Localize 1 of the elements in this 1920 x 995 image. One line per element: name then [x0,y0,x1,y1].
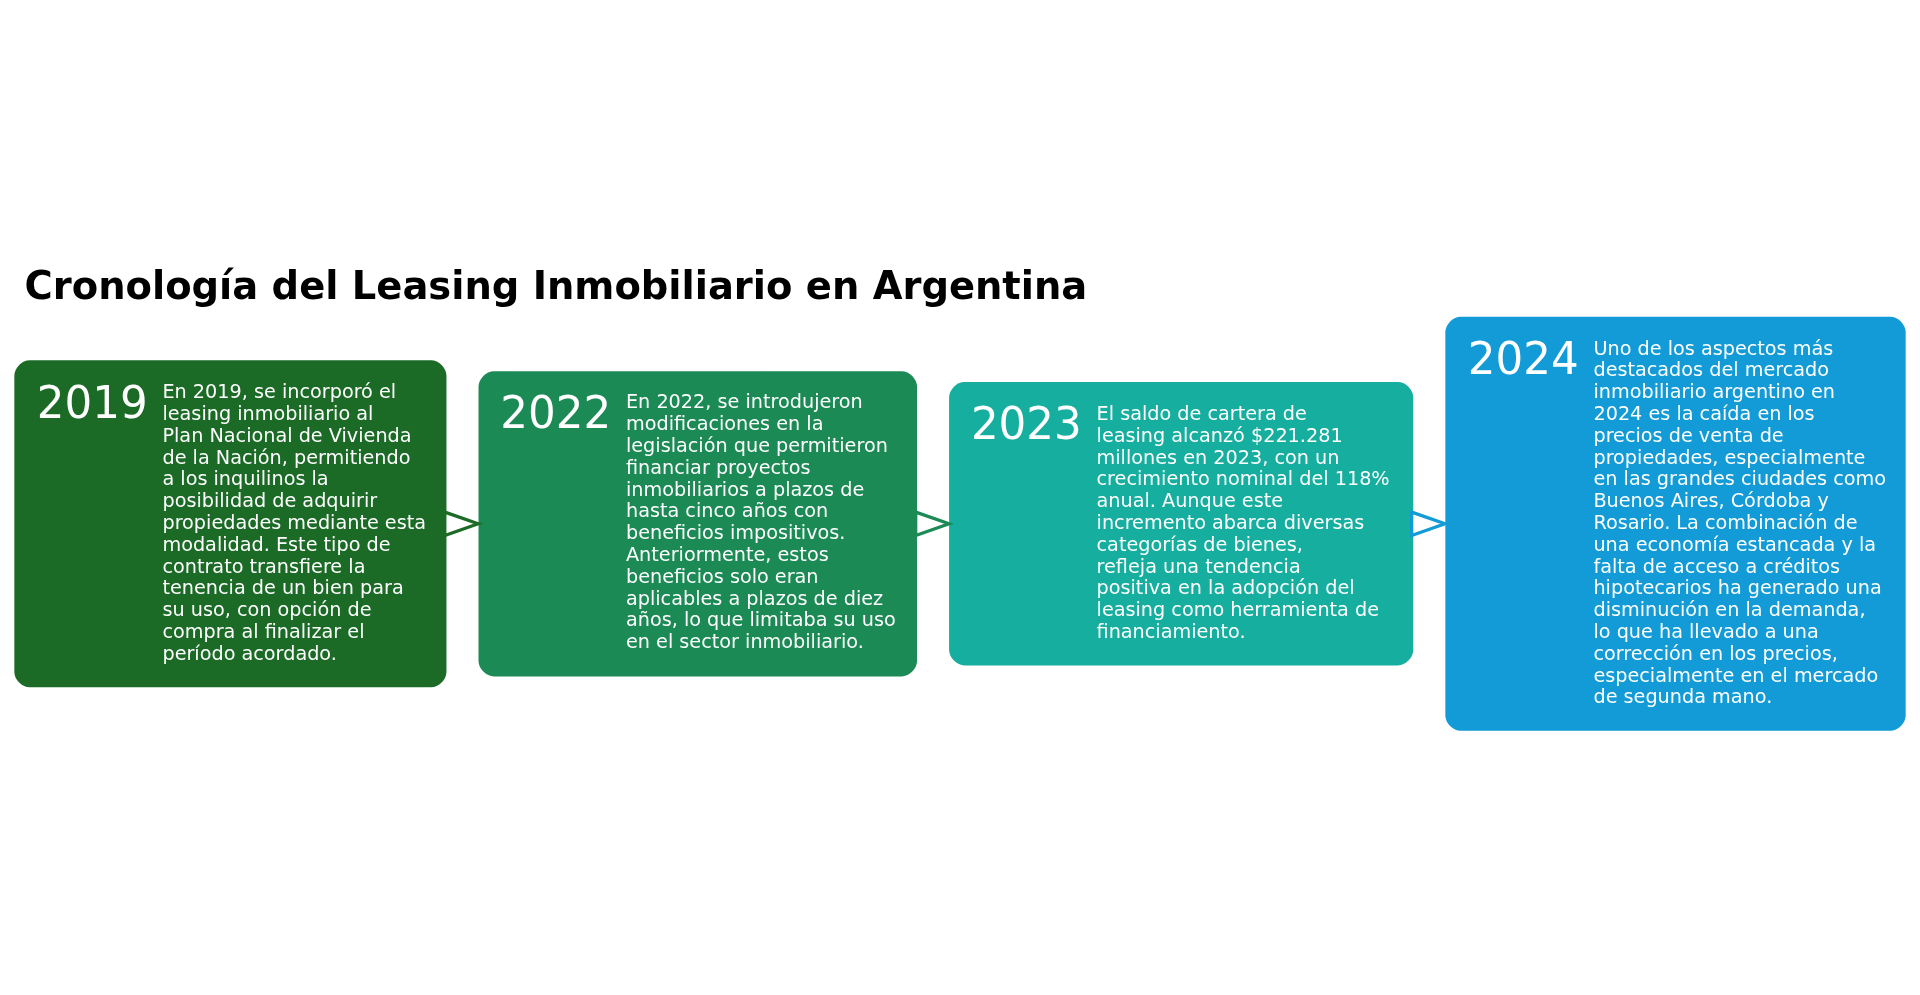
diagram-title: Cronología del Leasing Inmobiliario en Argentina [24,262,1088,308]
